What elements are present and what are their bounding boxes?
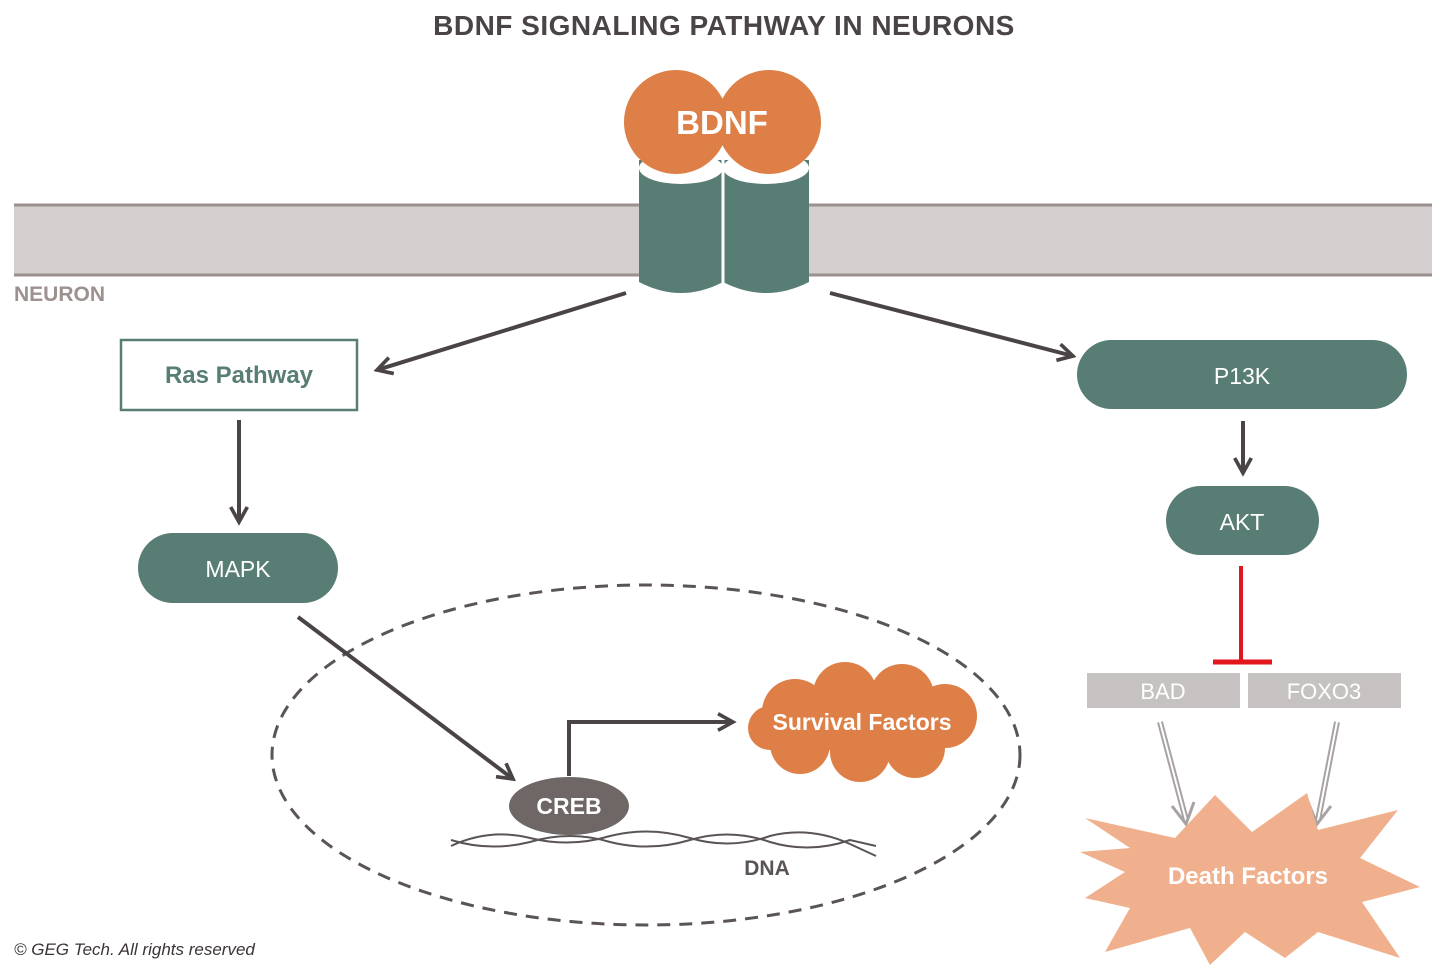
mapk-node xyxy=(138,533,338,603)
arrow-creb-to-survival xyxy=(567,722,733,776)
p13k-node xyxy=(1077,340,1407,409)
arrow-receptor-to-p13k xyxy=(829,291,1073,356)
death-factors-burst xyxy=(1080,793,1420,965)
death-factors-label: Death Factors xyxy=(1168,863,1328,890)
bdnf-molecule xyxy=(624,70,821,174)
inhibition-akt-to-bad-foxo3 xyxy=(1213,566,1272,665)
creb-node xyxy=(509,777,629,835)
ras-pathway-label: Ras Pathway xyxy=(165,362,314,389)
foxo3-box xyxy=(1248,673,1401,708)
diagram-title: BDNF SIGNALING PATHWAY IN NEURONS xyxy=(433,10,1015,41)
dna-strands xyxy=(450,830,877,857)
arrow-receptor-to-ras xyxy=(377,291,627,370)
akt-label: AKT xyxy=(1220,509,1265,535)
mapk-label: MAPK xyxy=(205,556,271,582)
arrow-foxo3-to-death xyxy=(1306,721,1340,827)
membrane-label: NEURON xyxy=(14,283,105,306)
foxo3-label: FOXO3 xyxy=(1287,679,1362,704)
creb-label: CREB xyxy=(536,793,601,819)
ras-pathway-box xyxy=(119,338,359,412)
survival-factors-label: Survival Factors xyxy=(773,709,952,735)
trkb-receptor xyxy=(639,152,809,293)
copyright-notice: © GEG Tech. All rights reserved xyxy=(14,940,255,959)
p13k-label: P13K xyxy=(1214,363,1271,389)
bdnf-label: BDNF xyxy=(676,104,768,141)
akt-node xyxy=(1166,486,1319,555)
bad-label: BAD xyxy=(1140,679,1185,704)
nucleus xyxy=(270,583,1022,927)
bad-box xyxy=(1087,673,1240,708)
arrow-bad-to-death xyxy=(1157,721,1196,828)
survival-factors-cloud xyxy=(748,662,977,782)
dna-label: DNA xyxy=(744,857,790,880)
arrow-mapk-to-creb xyxy=(296,615,513,779)
